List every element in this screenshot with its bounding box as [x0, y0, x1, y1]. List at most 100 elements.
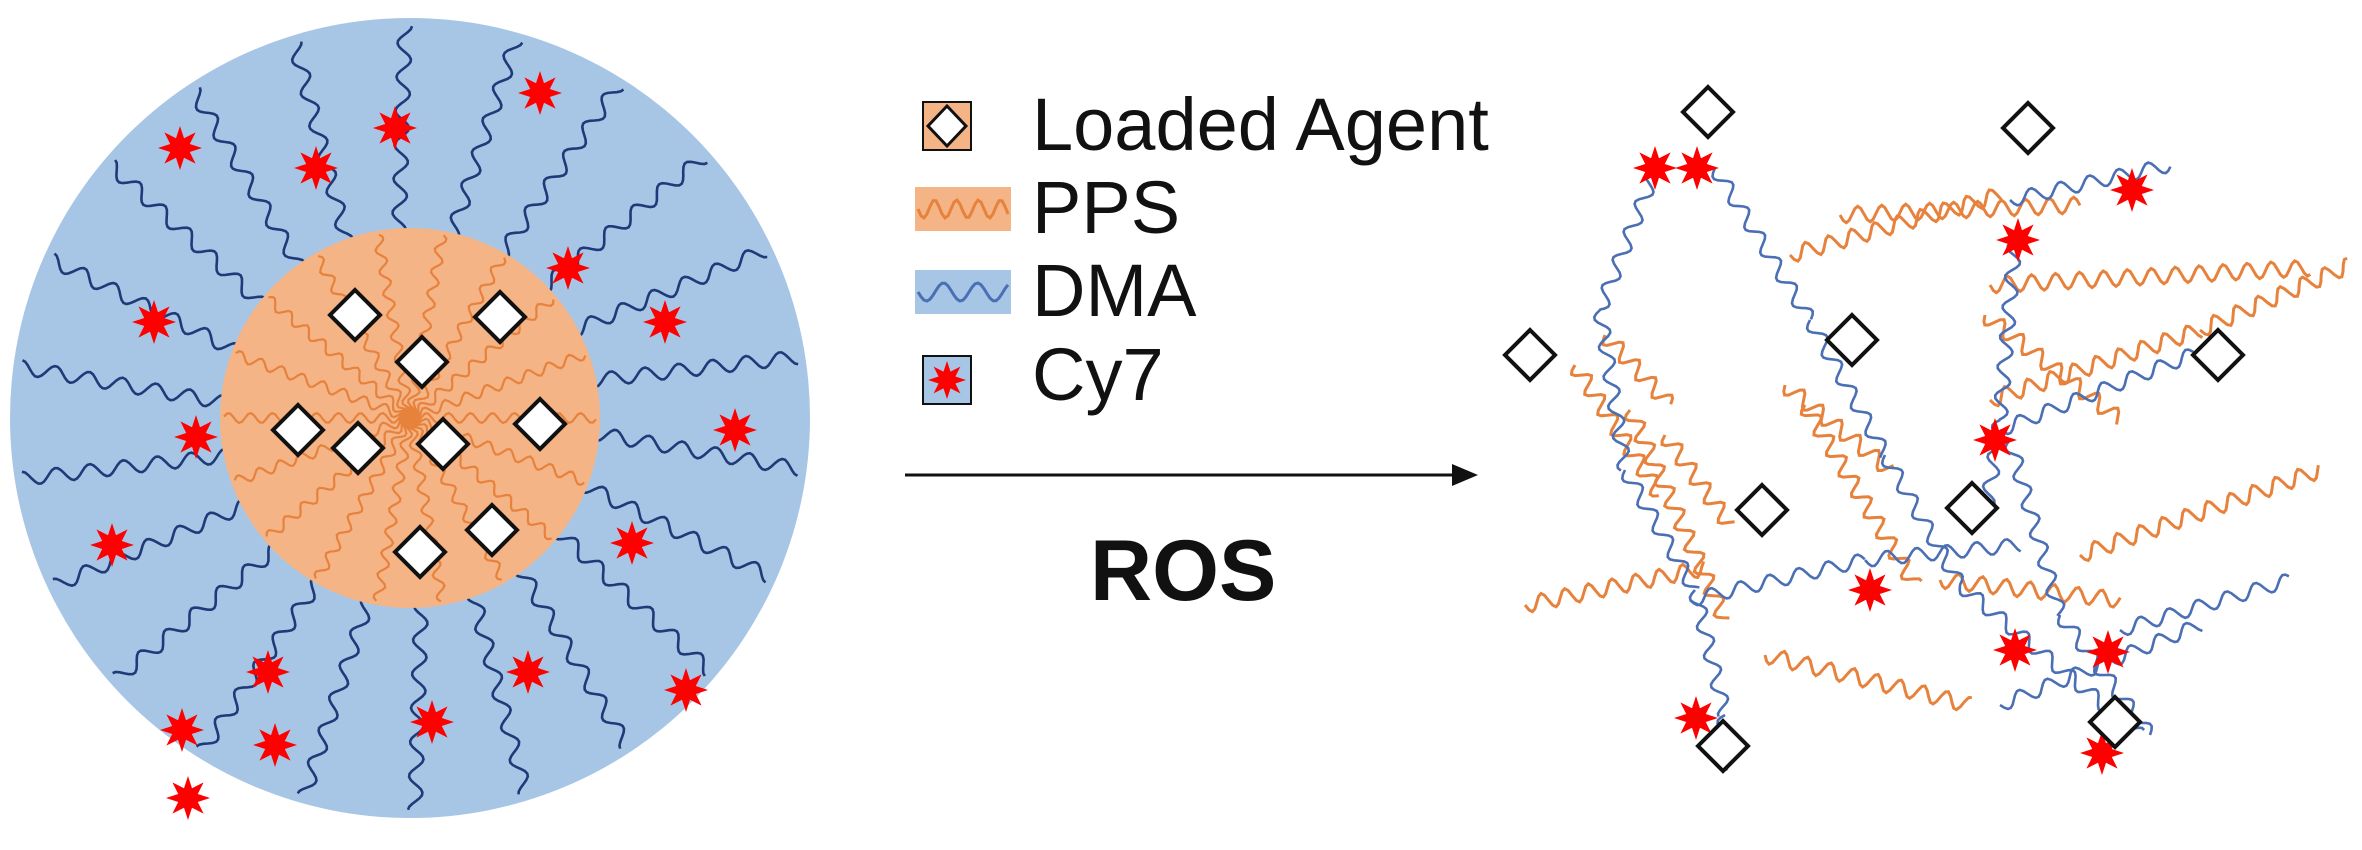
- dma-chain: [114, 159, 269, 309]
- pps-chain-icon: [916, 198, 1010, 220]
- pps-chain: [235, 349, 412, 419]
- dma-chain: [1864, 538, 2022, 568]
- pps-chain: [1982, 314, 2121, 425]
- legend-label-pps: PPS: [1032, 166, 1180, 249]
- cy7-dye: [546, 246, 590, 290]
- dma-chain-icon: [916, 281, 1010, 303]
- dma-chain: [465, 586, 530, 795]
- cy7-dye: [246, 650, 290, 694]
- dma-chain: [112, 541, 282, 676]
- dma-chain: [2003, 439, 2066, 617]
- pps-chain: [313, 416, 411, 579]
- pps-chain: [1938, 572, 2122, 609]
- dma-corona-chains: [21, 25, 799, 811]
- cy7-dye: [518, 71, 562, 115]
- pps-chain: [1799, 404, 1923, 583]
- pps-chain: [1570, 364, 1659, 498]
- reaction-arrow: ROS: [905, 464, 1478, 619]
- diamond-icon: [925, 103, 969, 149]
- legend-label-loaded-agent: Loaded Agent: [1032, 83, 1489, 166]
- ros-trigger-label: ROS: [1090, 523, 1276, 619]
- intact-micelle: [10, 18, 810, 820]
- dma-chain: [588, 428, 799, 477]
- released-agent: [2087, 694, 2143, 750]
- dma-chain: [1689, 553, 1866, 607]
- pps-chain: [409, 257, 507, 420]
- pps-core-chains: [223, 233, 597, 603]
- cy7-dye: [2086, 630, 2130, 674]
- cy7-dye: [1993, 628, 2037, 672]
- dma-chain: [568, 249, 768, 338]
- dma-chain: [585, 351, 799, 389]
- pps-chain: [1838, 195, 2082, 225]
- legend-pps: PPS: [915, 166, 1180, 249]
- loaded-agent: [464, 502, 520, 558]
- cy7-dye: [610, 521, 654, 565]
- pps-chain: [268, 295, 412, 419]
- dma-chain: [2009, 161, 2172, 207]
- pps-chain: [409, 299, 555, 421]
- cy7-dye: [158, 126, 202, 170]
- cy7-dye: [373, 106, 417, 150]
- dma-chain: [1688, 589, 1730, 717]
- pps-chain: [1601, 334, 1675, 405]
- released-agent: [1502, 327, 1558, 383]
- pps-chain: [1988, 324, 2204, 408]
- cy7-dye: [643, 300, 687, 344]
- loaded-agent: [415, 416, 471, 472]
- dma-chain: [2119, 573, 2290, 637]
- dma-chain: [391, 25, 414, 240]
- released-agent: [1680, 84, 1736, 140]
- loaded-agent: [512, 396, 568, 452]
- star-burst-icon: [928, 361, 966, 399]
- dma-chain: [576, 482, 767, 584]
- dma-chain: [296, 592, 371, 795]
- released-agent: [1944, 480, 2000, 536]
- dma-chain: [1999, 337, 2233, 436]
- pps-chain: [405, 417, 446, 603]
- cy7-dye: [174, 415, 218, 459]
- dma-chain: [497, 88, 625, 263]
- cy7-dye: [166, 776, 210, 820]
- cy7-dye: [506, 650, 550, 694]
- dma-chain: [1620, 469, 1700, 589]
- cy7-dye: [1848, 568, 1892, 612]
- released-agent: [1734, 482, 1790, 538]
- cy7-dye: [132, 300, 176, 344]
- loaded-agent: [392, 524, 448, 580]
- cy7-dye: [410, 700, 454, 744]
- dma-chain: [449, 41, 524, 244]
- cy7-dye: [664, 668, 708, 712]
- pps-chain: [233, 414, 411, 483]
- pps-chain: [265, 415, 411, 537]
- pps-chain: [409, 353, 587, 422]
- dma-chain: [1711, 167, 1815, 320]
- released-pps-chains: [1523, 188, 2348, 712]
- dma-chain: [21, 359, 232, 408]
- released-dma-chains: [1592, 161, 2290, 772]
- cy7-dye: [713, 408, 757, 452]
- dma-chain: [290, 41, 355, 250]
- pps-chain: [406, 234, 448, 419]
- dma-chain: [53, 252, 244, 354]
- dma-swatch: [915, 270, 1011, 314]
- dma-chain: [1880, 454, 1965, 586]
- disassembled-products: [1502, 84, 2348, 775]
- pps-chain: [1988, 259, 2312, 295]
- dma-chain: [1599, 168, 1656, 312]
- released-agent: [1824, 312, 1880, 368]
- legend: Loaded Agent PPS DMA Cy7: [915, 83, 1489, 416]
- dma-chain: [194, 87, 307, 274]
- cy7-dye: [253, 723, 297, 767]
- dma-chain: [52, 498, 252, 587]
- loaded-agent: [270, 402, 326, 458]
- dma-chain: [21, 447, 235, 485]
- pps-chain: [372, 417, 414, 602]
- released-agents: [1502, 84, 2246, 774]
- dma-chain: [1993, 238, 2022, 422]
- pps-chain: [374, 233, 415, 419]
- cy7-dye: [90, 523, 134, 567]
- loaded-agent: [327, 287, 383, 343]
- cy7-dye: [1633, 146, 1677, 190]
